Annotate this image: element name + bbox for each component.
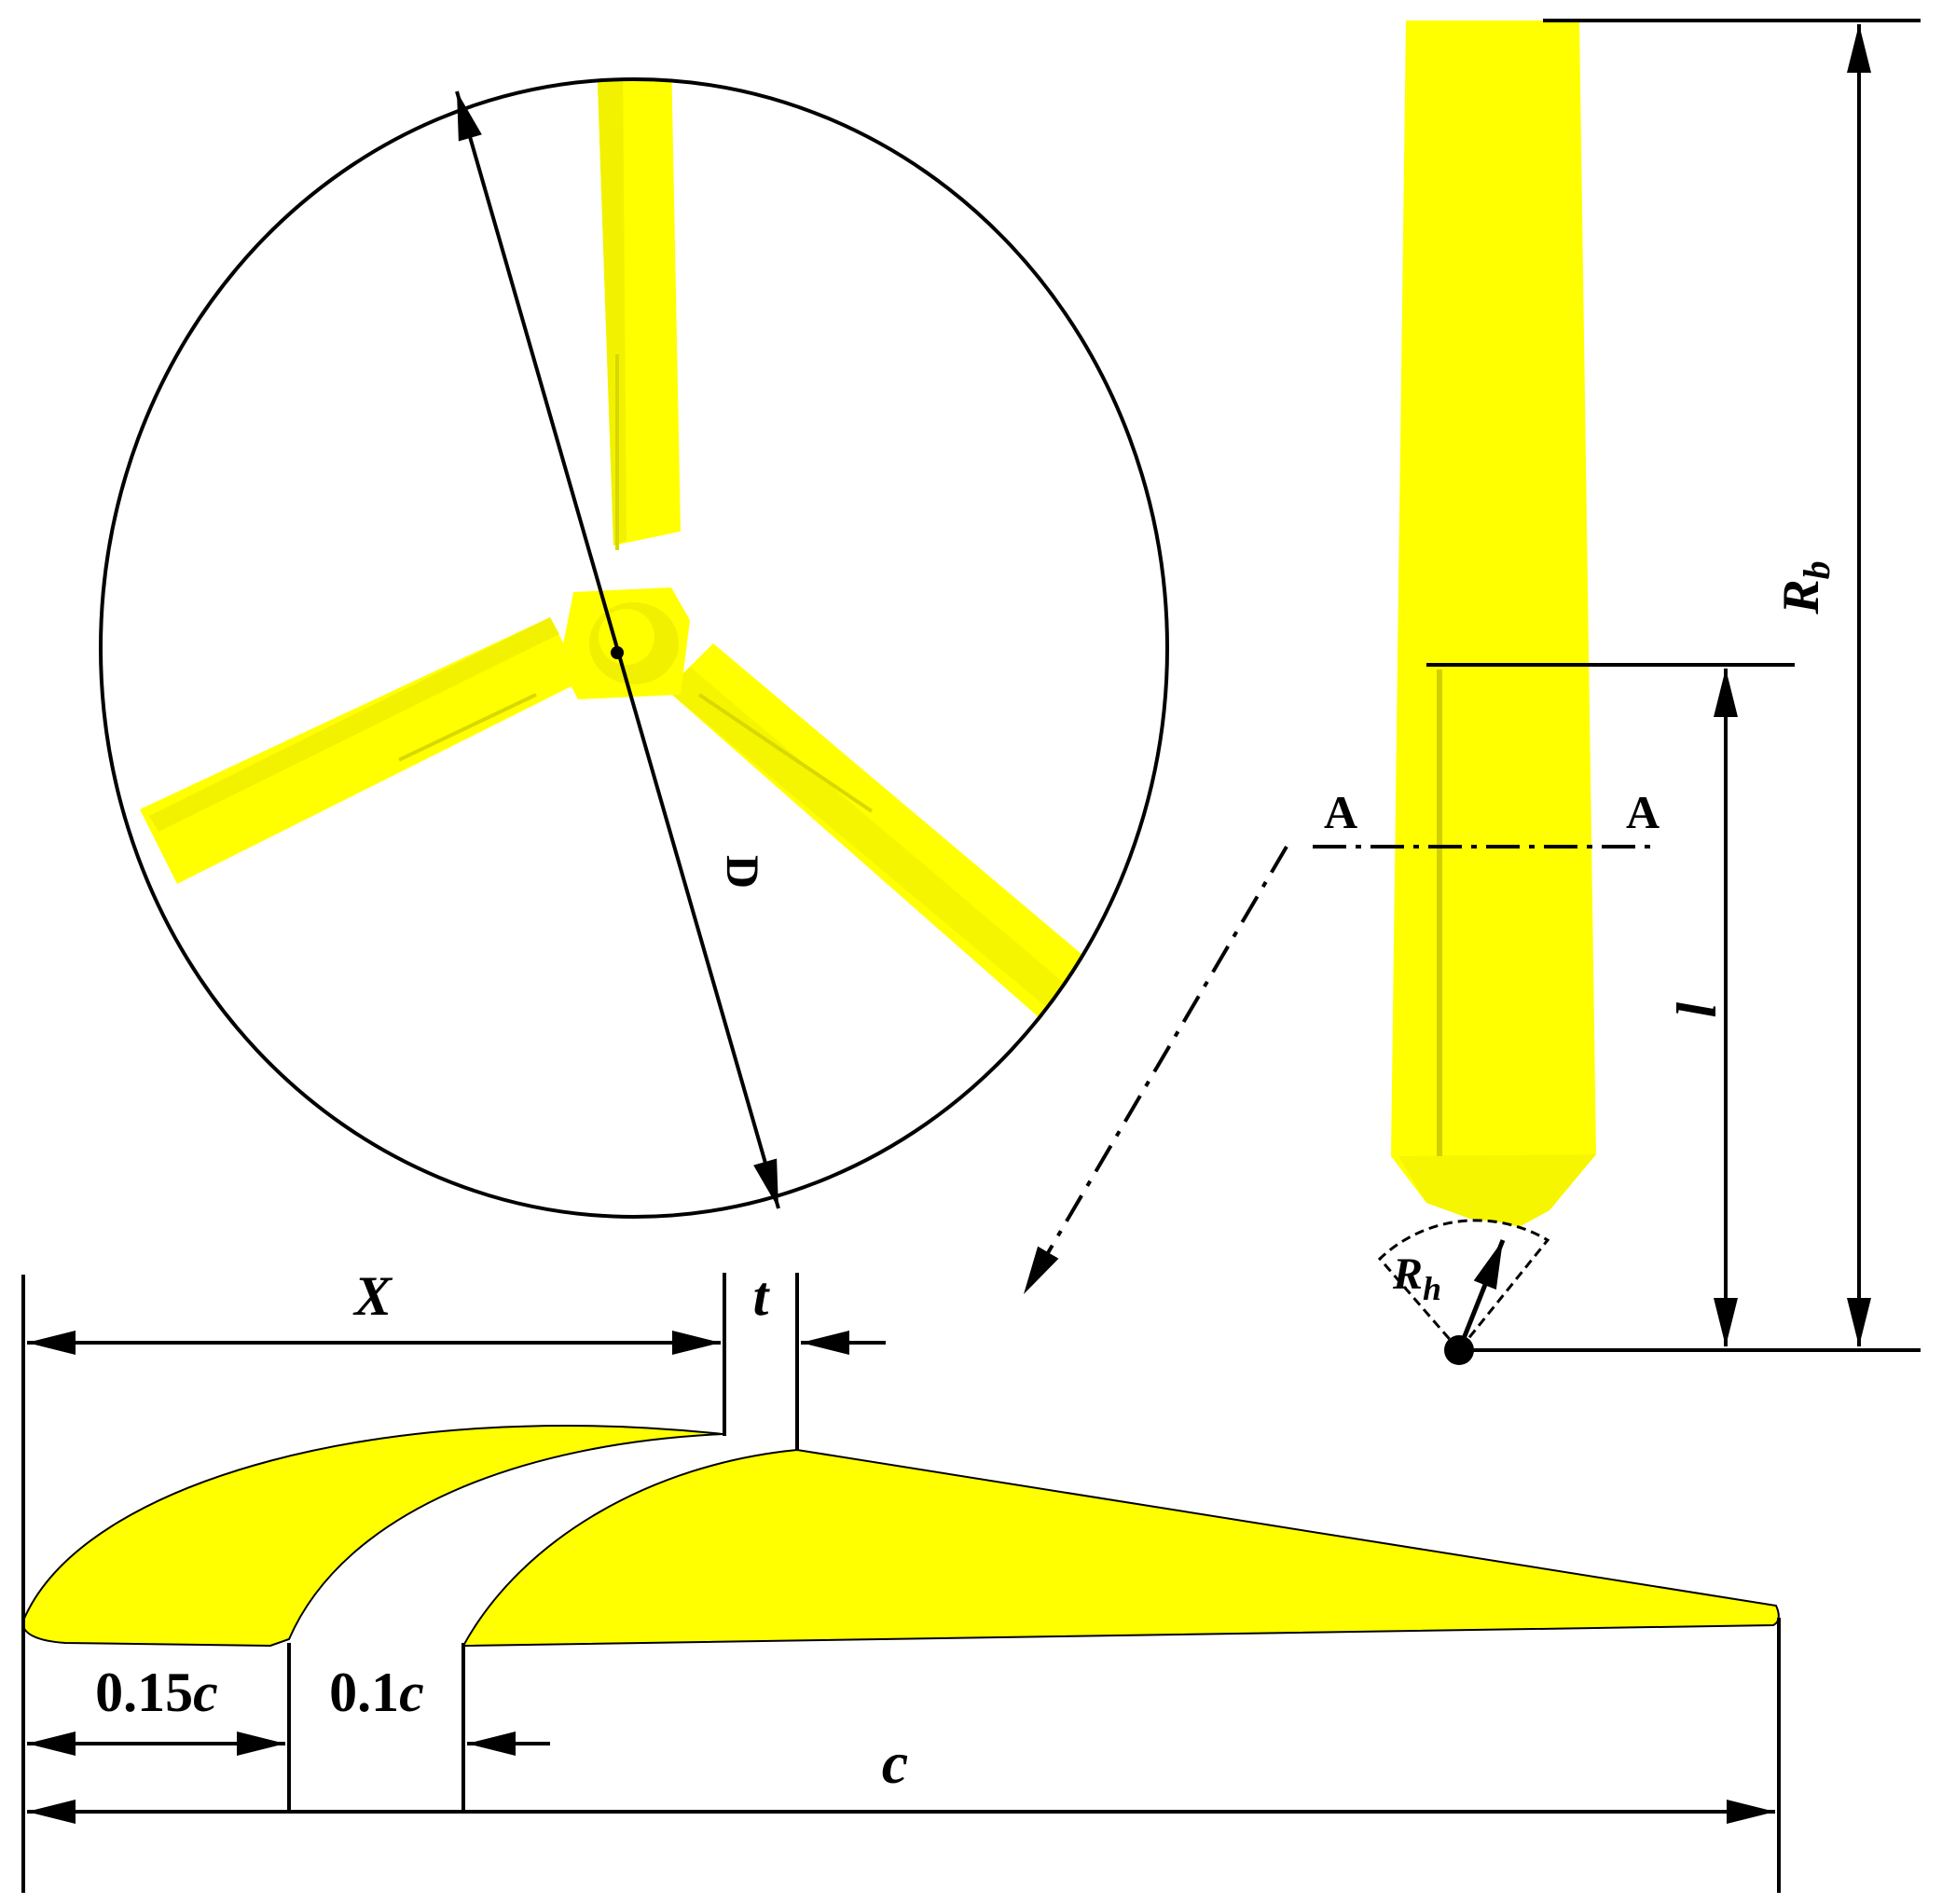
rotor-hub: [559, 587, 690, 699]
rotor-disc-outline: [99, 77, 1169, 1219]
chord-label: c: [882, 1730, 908, 1796]
section-label-right: A: [1626, 786, 1660, 838]
blade-radius-label: Rb: [1772, 560, 1838, 614]
rotor-blade-right: [667, 643, 1100, 1030]
blade-tip-shade: [1398, 1154, 1596, 1233]
slot-width-label: t: [753, 1265, 771, 1327]
rotor-center-dot: [611, 646, 624, 659]
section-label-left: A: [1324, 786, 1357, 838]
section-view-pointer: [1022, 845, 1288, 1296]
airfoil-main-element: [461, 1448, 1780, 1647]
hub-center-dot: [1444, 1335, 1474, 1365]
slot-start-label: 0.15c: [95, 1662, 218, 1723]
slot-position-label: X: [352, 1265, 393, 1327]
rotor-blade-left: [140, 617, 583, 884]
rotor-blades: [140, 79, 1100, 1030]
slot-length-label: l: [1664, 1001, 1726, 1017]
hub-radius-label: Rh: [1392, 1249, 1441, 1307]
hub-radius-sector: [1377, 1219, 1550, 1353]
rotor-view: D: [99, 77, 1169, 1219]
rotor-blade-upper: [597, 79, 681, 550]
slot-gap-label: 0.1c: [329, 1662, 424, 1723]
hub-radius-arrow: [1456, 1239, 1506, 1351]
diameter-label: D: [717, 855, 769, 889]
blade-planform-view: Rb l A A Rh: [1313, 19, 1921, 1365]
airfoil-section-view: X t 0.15c 0.1c c: [21, 1265, 1781, 1893]
airfoil-front-element: [21, 1424, 723, 1648]
blade-planform: [1391, 21, 1596, 1233]
